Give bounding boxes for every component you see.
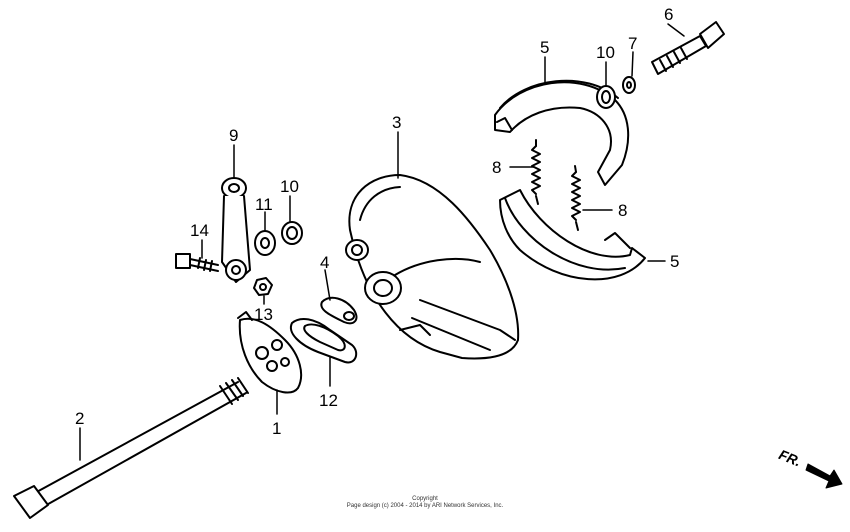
- anchor-pin-part: [651, 21, 725, 75]
- front-direction-label: FR.: [777, 446, 804, 469]
- callout-8-left: 8: [492, 158, 501, 177]
- callout-12: 12: [319, 391, 338, 410]
- seal-right-part: [596, 85, 616, 109]
- callout-5-lower: 5: [670, 252, 679, 271]
- shoe-spring-right-part: [571, 165, 581, 231]
- washer-part: [622, 76, 636, 94]
- axle-shaft-part: [13, 377, 249, 519]
- callout-7: 7: [628, 34, 637, 53]
- callout-13: 13: [254, 305, 273, 324]
- callout-2: 2: [75, 409, 84, 428]
- dust-seal-part: [320, 296, 358, 325]
- lever-bolt-part: [175, 253, 219, 272]
- callout-11: 11: [255, 195, 273, 214]
- brake-arm-plate-part: [237, 311, 303, 394]
- callout-3: 3: [392, 113, 401, 132]
- brake-shoe-lower-part: [499, 189, 646, 281]
- seal-left-part: [281, 221, 303, 245]
- callout-8-right: 8: [618, 201, 627, 220]
- brake-panel-part: [345, 174, 520, 360]
- leader-lines: [79, 23, 685, 461]
- callout-4: 4: [320, 253, 329, 272]
- callout-10-right: 10: [596, 43, 615, 62]
- front-direction-arrow-icon: [805, 463, 843, 489]
- nut-part: [253, 277, 273, 296]
- callout-labels: 1 2 3 4 5 5 6 7 8 8 9 10 10 11 12 13 14: [75, 5, 679, 438]
- brake-cam-lever-part: [221, 177, 251, 283]
- copyright-notice: Page design (c) 2004 - 2014 by ARI Netwo…: [346, 503, 504, 509]
- shoe-spring-left-part: [531, 139, 541, 205]
- callout-14: 14: [190, 221, 209, 240]
- callout-9: 9: [229, 126, 238, 145]
- callout-6: 6: [664, 5, 673, 24]
- wear-indicator-washer-part: [254, 230, 276, 256]
- callout-1: 1: [272, 419, 281, 438]
- callout-5-upper: 5: [540, 38, 549, 57]
- callout-10-left: 10: [280, 177, 299, 196]
- indicator-plate-part: [289, 317, 358, 364]
- copyright-heading: Copyright: [412, 496, 438, 502]
